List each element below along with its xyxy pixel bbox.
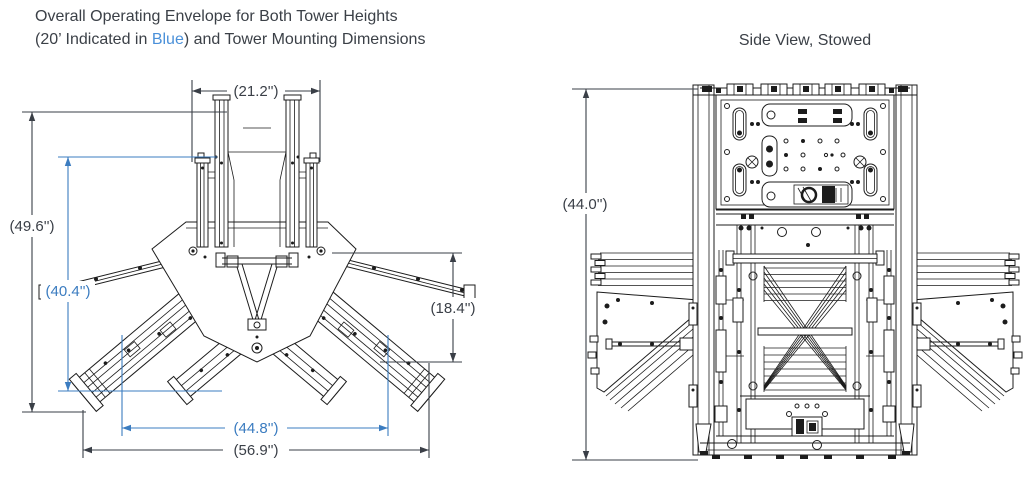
dim-inner-footprint: (44.8'') — [121, 335, 389, 437]
dim-overall-footprint: (56.9'') — [82, 363, 430, 459]
dim-overall-height-label: (49.6'') — [10, 218, 55, 235]
dim-overall-footprint-label: (56.9'') — [234, 442, 279, 459]
front-view-title-line1: Overall Operating Envelope for Both Towe… — [35, 8, 398, 25]
base-bolts — [712, 455, 896, 459]
mounting-plate — [715, 94, 895, 210]
front-view-title-blue-word: Blue — [151, 31, 184, 48]
side-view-title: Side View, Stowed — [738, 32, 872, 49]
dim-stowed-height-label: (44.0'') — [563, 196, 608, 213]
tower-center-details — [222, 127, 292, 354]
front-view-title-line2-prefix: (20’ Indicated in — [35, 31, 152, 48]
front-view-title-line2-suffix: ) and Tower Mounting Dimensions — [183, 31, 426, 48]
dim-hub-to-foot: (18.4'') — [332, 252, 480, 363]
dim-hub-to-foot-label: (18.4'') — [431, 300, 476, 317]
front-view-drawing: (21.2'') (49.6'') (40.4'') — [5, 80, 480, 459]
side-view-drawing: (44.0'') — [558, 83, 1023, 461]
dim-20ft-height: (40.4'') — [41, 156, 222, 392]
dim-inner-footprint-label: (44.8'') — [234, 420, 279, 437]
side-view-center — [693, 83, 917, 459]
top-tabs — [726, 83, 886, 96]
dim-tower-width-label: (21.2'') — [234, 83, 279, 100]
front-view-title: Overall Operating Envelope for Both Towe… — [35, 5, 425, 51]
dim-20ft-height-label: (40.4'') — [46, 283, 91, 300]
dim-stowed-height: (44.0'') — [558, 88, 698, 461]
front-view-title-line2: (20’ Indicated in Blue) and Tower Mounti… — [35, 28, 425, 51]
dim-tower-width: (21.2'') — [191, 80, 321, 162]
mounting-hub-plate — [151, 221, 357, 363]
dim-overall-height: (49.6'') — [5, 111, 227, 413]
